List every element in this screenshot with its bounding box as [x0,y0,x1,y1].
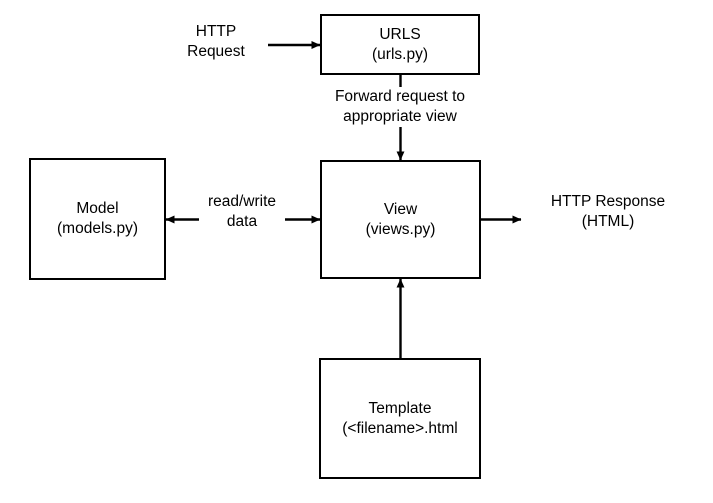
label-forward-request: Forward request to appropriate view [316,87,484,128]
label-http-response: HTTP Response (HTML) [528,192,688,233]
label-http-request: HTTP Request [164,22,268,63]
label-read-write-line2: data [226,213,258,231]
node-view[interactable]: View (views.py) [320,160,481,279]
label-read-write-line1: read/write [207,193,277,210]
node-model[interactable]: Model (models.py) [29,158,166,280]
label-forward-request-line1: Forward request to [334,88,466,105]
node-template[interactable]: Template (<filename>.html [319,358,481,479]
node-template-file: (<filename>.html [342,419,458,437]
node-template-title: Template [368,399,432,417]
label-http-request-line1: HTTP [195,23,237,40]
node-urls-title: URLS [379,25,421,43]
node-view-file: (views.py) [365,220,436,238]
node-model-file: (models.py) [57,220,138,237]
label-forward-request-line2: appropriate view [343,108,457,126]
node-model-title: Model [76,200,119,218]
node-view-title: View [383,200,418,218]
label-http-response-line2: (HTML) [581,213,635,231]
label-http-request-line2: Request [187,43,245,61]
node-urls[interactable]: URLS (urls.py) [320,14,480,75]
label-read-write-data: read/write data [199,192,285,233]
label-http-response-line1: HTTP Response [550,193,666,210]
node-urls-file: (urls.py) [372,45,428,63]
